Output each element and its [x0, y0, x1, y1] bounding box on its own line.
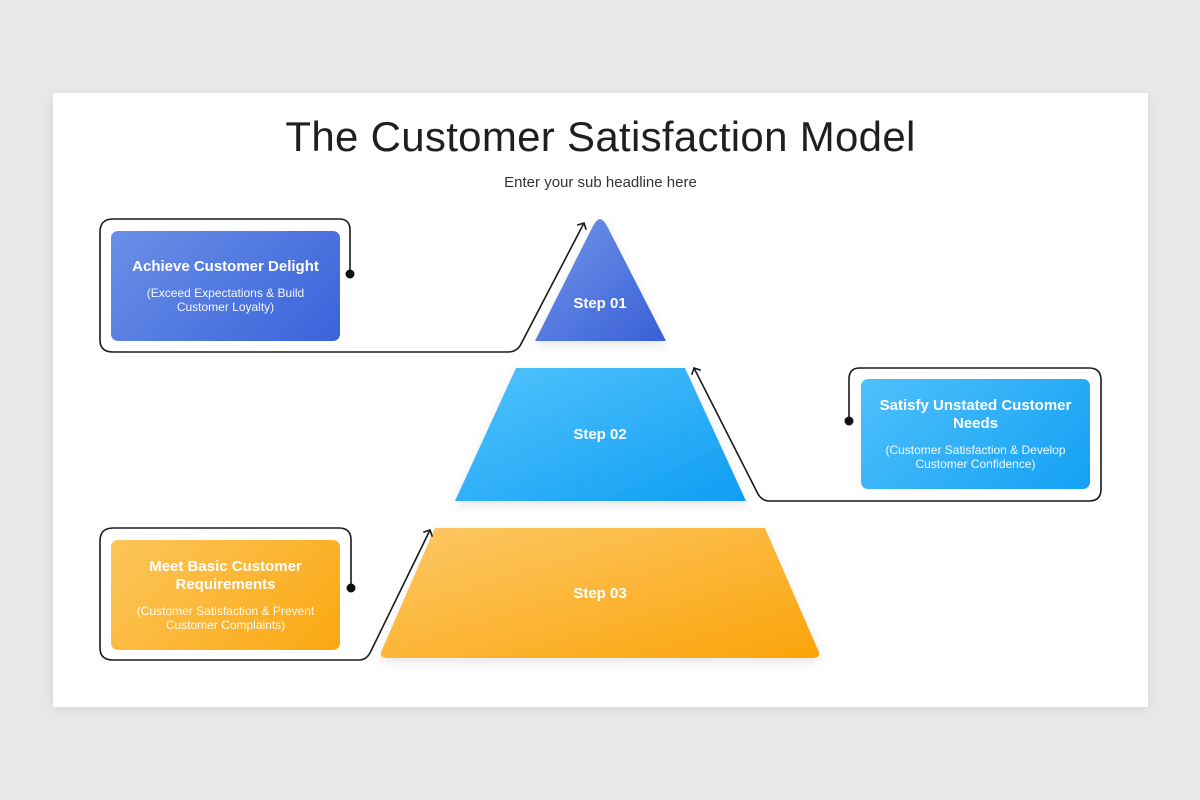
connector-line-3 — [99, 527, 434, 661]
pyramid-tier-2 — [455, 368, 746, 501]
step-label-3: Step 03 — [573, 585, 627, 602]
connector-dot-2 — [844, 416, 854, 426]
info-box-title: Achieve Customer Delight — [132, 258, 319, 275]
connector-line-2 — [691, 366, 1102, 502]
connector-line-1 — [99, 218, 587, 353]
connector-dot-3 — [346, 583, 356, 593]
info-box-delight: Achieve Customer Delight (Exceed Expecta… — [111, 231, 340, 341]
slide-title: The Customer Satisfaction Model — [285, 113, 916, 160]
info-box-title: Satisfy Unstated Customer Needs — [879, 397, 1072, 432]
pyramid-tier-1 — [535, 219, 666, 341]
step-label-1: Step 01 — [573, 295, 627, 312]
info-box-description: (Customer Satisfaction & Develop Custome… — [885, 443, 1066, 471]
connector-dot-1 — [345, 269, 355, 279]
info-box-unstated-needs: Satisfy Unstated Customer Needs (Custome… — [861, 379, 1090, 489]
step-label-2: Step 02 — [573, 426, 627, 443]
pyramid-tier-3 — [380, 528, 820, 658]
info-box-description: (Customer Satisfaction & Prevent Custome… — [136, 604, 315, 632]
slide-subtitle: Enter your sub headline here — [504, 174, 697, 191]
info-box-basic-requirements: Meet Basic Customer Requirements (Custom… — [111, 540, 340, 650]
info-box-description: (Exceed Expectations & Build Customer Lo… — [146, 286, 305, 314]
info-box-title: Meet Basic Customer Requirements — [149, 558, 302, 593]
